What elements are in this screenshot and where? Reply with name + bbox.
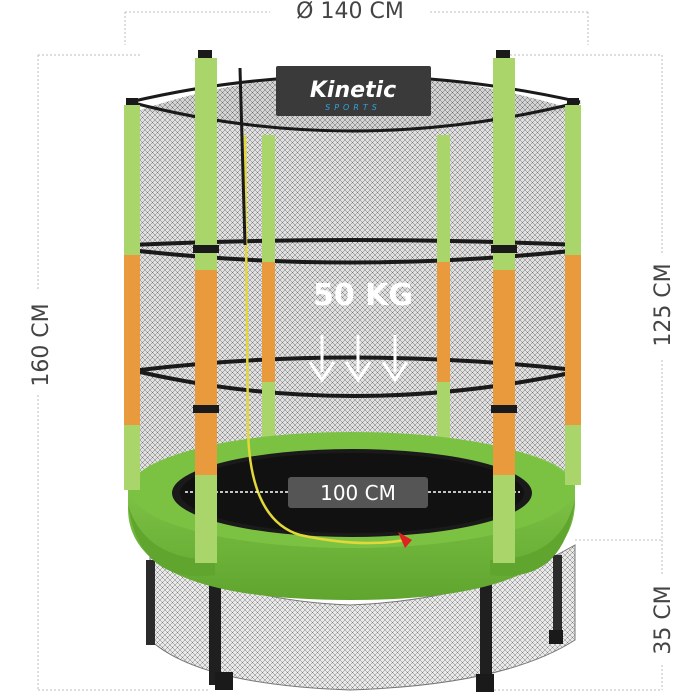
diameter-label: Ø 140 CM: [296, 0, 404, 24]
mat-diameter-label: 100 CM: [320, 481, 396, 505]
brand-logo: Kinetic SPORTS: [276, 66, 431, 116]
brand-subtitle: SPORTS: [325, 103, 381, 112]
front-poles: [124, 50, 581, 563]
back-poles: [262, 135, 450, 440]
total-height-label: 160 CM: [29, 303, 54, 386]
dimension-lines: [37, 11, 663, 691]
cord-clip: [398, 532, 412, 548]
base-height-label: 35 CM: [651, 585, 676, 654]
base-skirt: [146, 543, 576, 692]
load-arrows: [308, 335, 409, 383]
brand-name: Kinetic: [310, 78, 396, 103]
net-height-label: 125 CM: [651, 263, 676, 346]
bungee-cord: [243, 134, 406, 545]
max-load-label: 50 KG: [313, 278, 413, 313]
